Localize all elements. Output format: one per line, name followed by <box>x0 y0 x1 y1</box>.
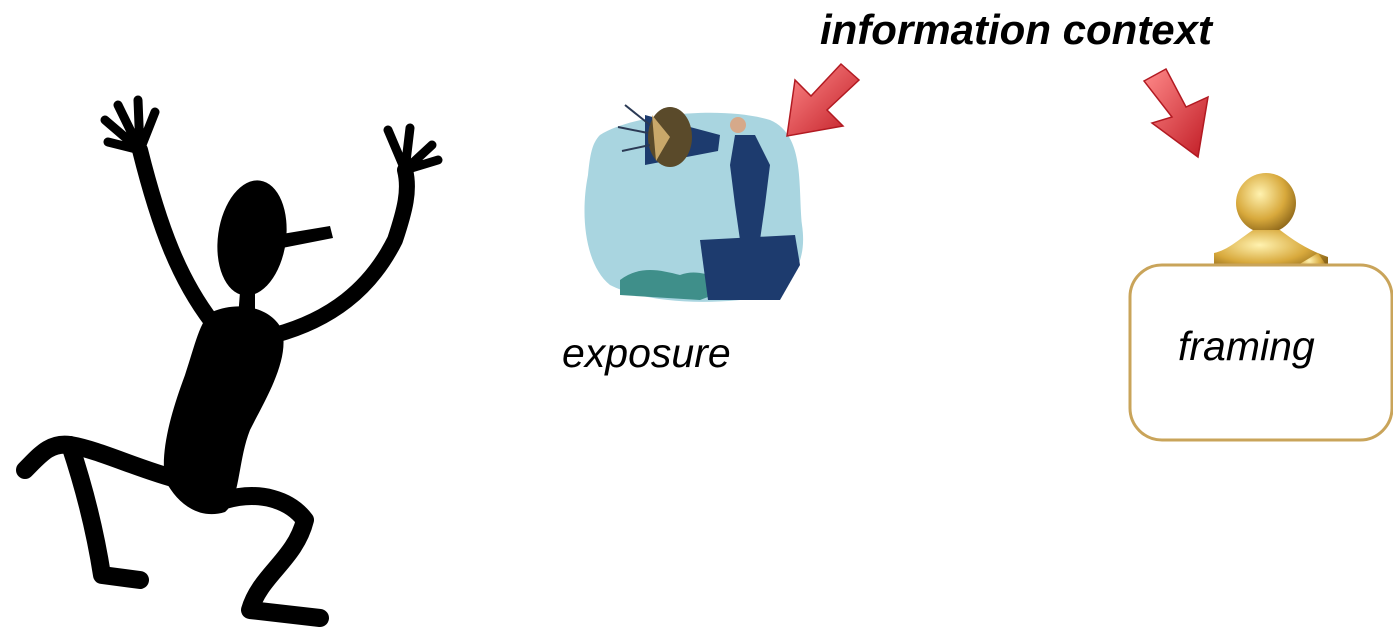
dancing-stick-figure-icon <box>16 95 443 627</box>
framing-label: framing <box>1178 323 1315 369</box>
businessman-megaphone-icon <box>584 104 804 302</box>
slide-title: information context <box>820 6 1213 53</box>
red-arrow-icon <box>1142 67 1209 159</box>
red-arrow-icon <box>786 62 861 137</box>
exposure-label: exposure <box>562 330 731 376</box>
golden-figure-sign-icon <box>1128 173 1393 442</box>
